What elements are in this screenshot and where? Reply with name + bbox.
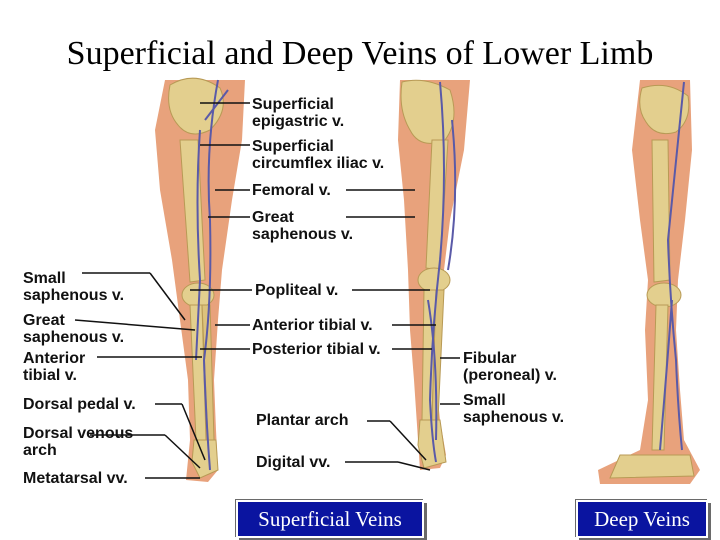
label-anterior-tibial-v-left: Anterior tibial v.: [23, 350, 86, 384]
label-great-saphenous-v-center: Great saphenous v.: [252, 209, 354, 243]
label-femoral-v: Femoral v.: [252, 182, 331, 199]
label-fibular-peroneal-v: Fibular (peroneal) v.: [463, 350, 557, 384]
label-anterior-tibial-v-center: Anterior tibial v.: [252, 317, 373, 334]
page-title: Superficial and Deep Veins of Lower Limb: [66, 35, 654, 72]
label-dorsal-pedal-v: Dorsal pedal v.: [23, 396, 136, 413]
label-popliteal-v: Popliteal v.: [255, 282, 339, 299]
label-plantar-arch: Plantar arch: [256, 412, 349, 429]
veins: [195, 79, 685, 471]
label-superficial-epigastric-v: Superficial epigastric v.: [252, 96, 345, 130]
label-small-saphenous-v-left: Small saphenous v.: [23, 270, 125, 304]
label-superficial-circumflex-iliac-v: Superficial circumflex iliac v.: [252, 138, 385, 172]
deep-veins-button[interactable]: Deep Veins: [576, 500, 708, 538]
leader-lines: [74, 102, 460, 479]
label-posterior-tibial-v: Posterior tibial v.: [252, 341, 381, 358]
superficial-veins-button[interactable]: Superficial Veins: [236, 500, 424, 538]
label-metatarsal-vv: Metatarsal vv.: [23, 470, 128, 487]
label-great-saphenous-v-left: Great saphenous v.: [23, 312, 125, 346]
leg-lateral: [598, 80, 700, 484]
label-digital-vv: Digital vv.: [256, 454, 331, 471]
label-small-saphenous-v-right: Small saphenous v.: [463, 392, 565, 426]
label-dorsal-venous-arch: Dorsal venous arch: [23, 425, 134, 459]
